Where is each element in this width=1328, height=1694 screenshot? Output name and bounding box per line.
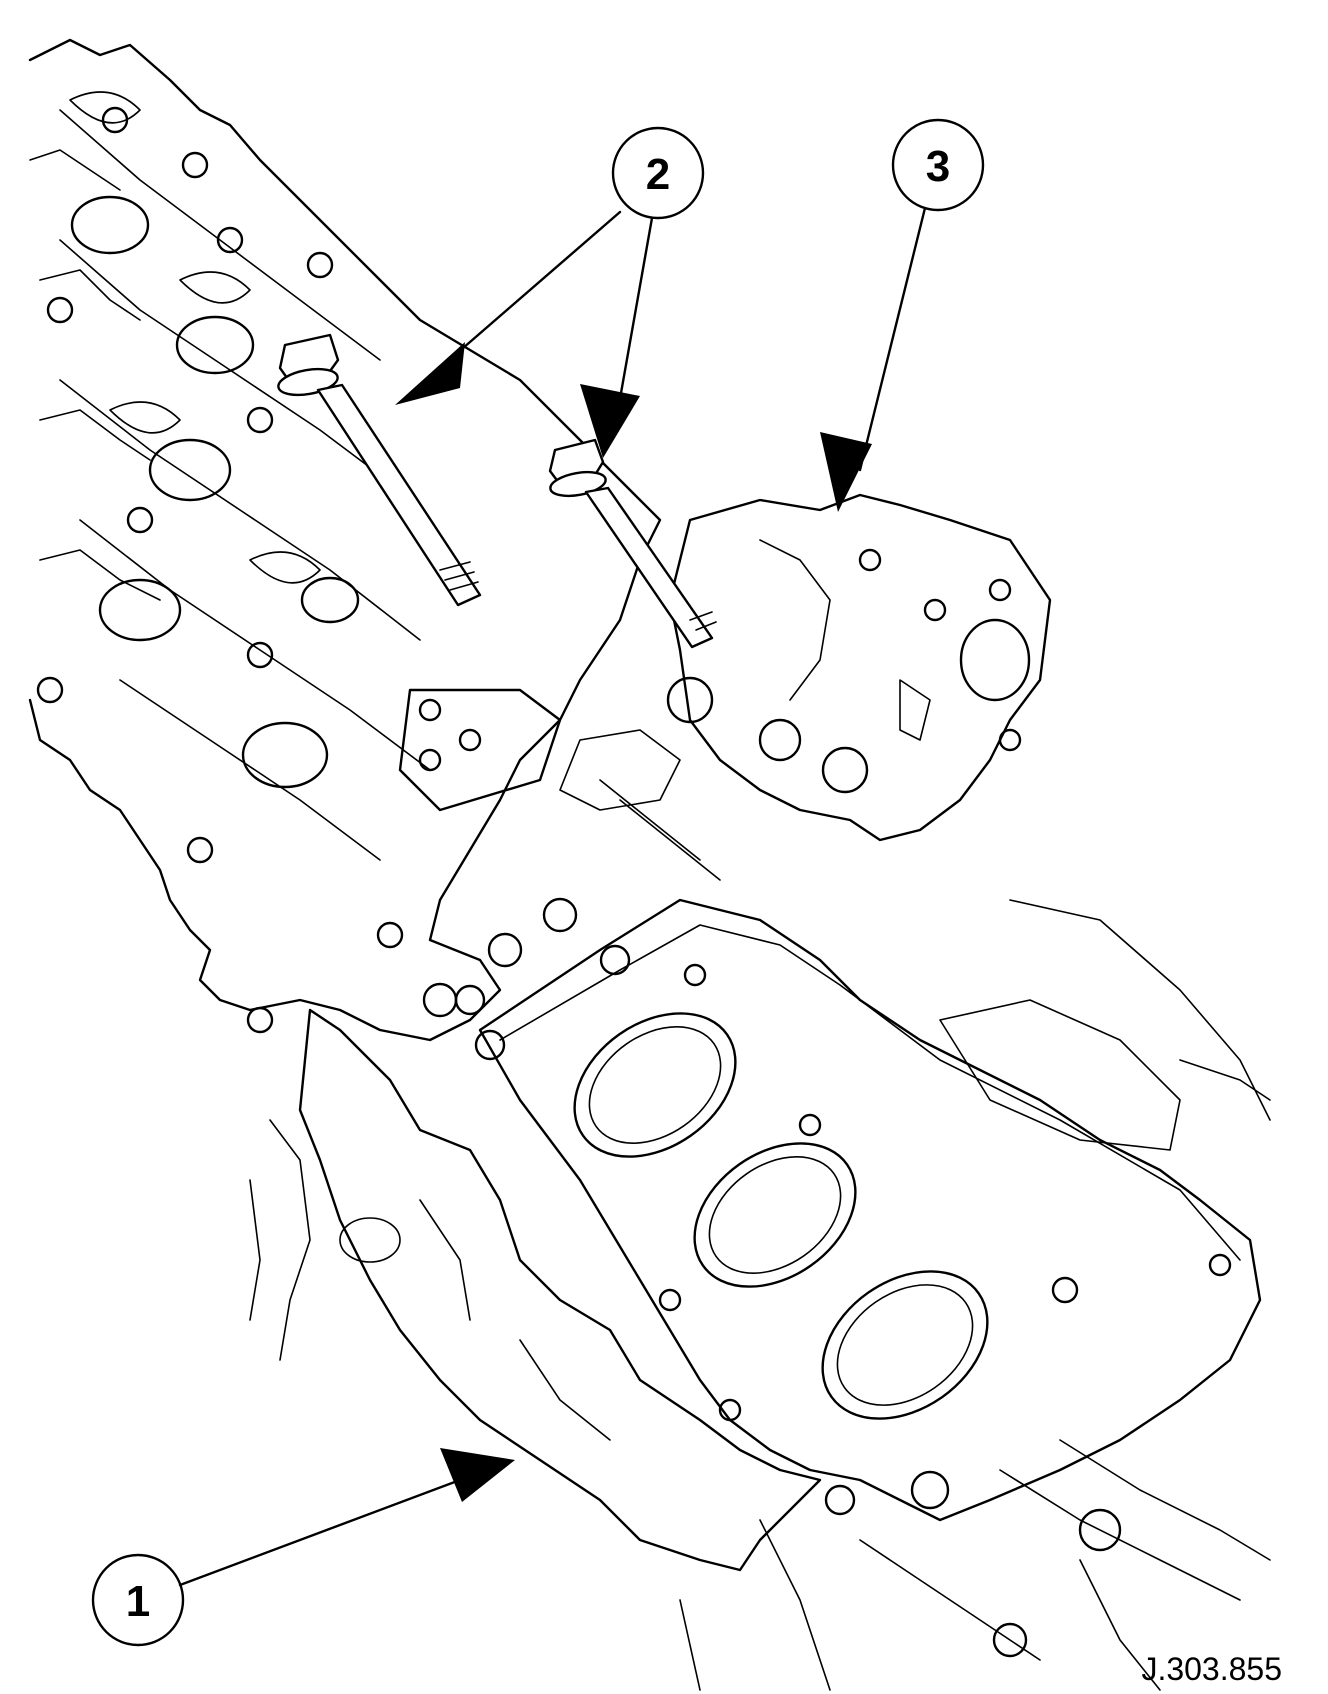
- callout-2-arrowhead-a: [395, 342, 465, 405]
- callout-2-label: 2: [646, 150, 670, 199]
- cylinder-head-gasket: [249, 1008, 822, 1572]
- callout-3: 3: [820, 118, 985, 512]
- bolt-short: [548, 438, 717, 649]
- callout-2: 2: [395, 126, 705, 458]
- bolt-long: [277, 333, 482, 607]
- head-end-section: [559, 493, 1052, 881]
- cylinder-head: [28, 38, 662, 1061]
- callout-1-label: 1: [126, 1577, 150, 1626]
- callout-3-arrowhead: [820, 432, 872, 512]
- callout-2-arrowhead-b: [580, 384, 640, 458]
- callout-1-arrowhead: [440, 1448, 515, 1502]
- callout-1: 1: [91, 1448, 515, 1647]
- callout-3-label: 3: [926, 142, 950, 191]
- engine-block: [454, 897, 1271, 1691]
- reference-code: J.303.855: [1141, 1651, 1282, 1687]
